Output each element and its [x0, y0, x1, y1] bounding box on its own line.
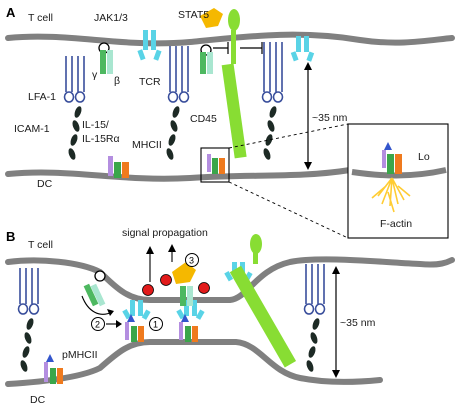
pmhcii-left-b: [44, 354, 63, 384]
inset-lo-label: Lo: [418, 151, 430, 163]
distance-arrow-b: [332, 266, 340, 378]
inset-mhcii: [382, 142, 402, 174]
distance-label-a: ~35 nm: [312, 112, 348, 124]
jak-label: JAK1/3: [94, 12, 128, 24]
zoom-box: [200, 147, 230, 183]
beta-chain-a: [107, 50, 113, 74]
pmhcii-label: pMHCII: [62, 349, 98, 361]
stat5-shape-b: [172, 262, 196, 284]
beta-chain-b: [90, 283, 106, 307]
inset-factin: [371, 177, 411, 213]
pmhcii-b-1: [125, 314, 144, 342]
inhibition-arrow-b: [240, 42, 263, 54]
t-cell-label-a: T cell: [28, 12, 53, 24]
lfa1-right: [261, 42, 284, 103]
step2-arrow-head: [116, 320, 122, 328]
t-cell-membrane-a: [5, 31, 455, 47]
stat5-shape: [200, 8, 223, 28]
step1-label: 1: [153, 320, 158, 330]
signal-arrow-2-head: [168, 244, 176, 252]
dc-label-b: DC: [30, 394, 46, 406]
signal-propagation-label: signal propagation: [122, 227, 208, 239]
step2-circle: [91, 317, 105, 331]
panel-a-label: A: [6, 5, 16, 20]
panel-b-label: B: [6, 229, 15, 244]
beta-chain-a2: [207, 52, 213, 74]
cd45-b: [229, 234, 297, 368]
step1-circle: [149, 317, 163, 331]
phospho-dot-2: [160, 274, 172, 286]
icam1-left: [68, 106, 82, 160]
mhcii-zoom-source: [207, 154, 225, 174]
phospho-dot-3: [198, 282, 210, 294]
dc-membrane-a: [5, 167, 353, 182]
pmhcii-b-2: [179, 314, 198, 342]
mhcii-label: MHCII: [132, 139, 162, 151]
icam1-middle: [166, 106, 180, 160]
lfa1-left-b: [17, 268, 40, 315]
zoom-dash-bottom: [228, 181, 349, 239]
tcr-a: [137, 30, 162, 61]
step2-label: 2: [95, 320, 100, 330]
lfa1-middle: [167, 46, 190, 103]
gamma-chain-a: [100, 50, 106, 74]
tcr-label: TCR: [139, 76, 161, 88]
icam1-left-b: [20, 318, 34, 372]
lfa1-right-b: [303, 264, 326, 315]
beta-chain-b2: [187, 286, 193, 306]
gamma-chain-b: [83, 283, 99, 307]
jak-circle-b: [94, 270, 106, 282]
dc-label-a: DC: [37, 178, 53, 190]
t-cell-membrane-b: [5, 256, 455, 303]
distance-arrow-a: [304, 62, 312, 170]
step3-circle: [185, 253, 199, 267]
mhcii-complex-a: [108, 156, 129, 178]
tcr-b-2: [176, 300, 205, 320]
lfa1-left: [63, 56, 86, 103]
inset-membrane: [351, 167, 447, 179]
cd45-label: CD45: [190, 113, 217, 125]
lfa1-label: LFA-1: [28, 91, 56, 103]
icam1-label: ICAM-1: [14, 123, 50, 135]
phospho-dot-1: [142, 284, 154, 296]
inset-box: [347, 123, 449, 239]
gamma-label: γ: [92, 69, 98, 81]
zoom-dash-top: [228, 123, 349, 149]
il15-label-2: IL-15Rα: [82, 133, 120, 145]
icam1-right: [263, 106, 277, 160]
distance-label-b: ~35 nm: [340, 317, 376, 329]
signal-arrow-1-head: [146, 246, 154, 254]
cd45-a: [221, 9, 247, 159]
gamma-chain-b2: [180, 286, 186, 306]
t-cell-label-b: T cell: [28, 239, 53, 251]
tcr-b-1: [122, 300, 151, 320]
dc-membrane-b: [5, 339, 383, 387]
curved-arrow-b-head: [107, 309, 114, 316]
il15-label-1: IL-15/: [82, 119, 109, 131]
beta-label: β: [114, 75, 120, 87]
step3-label: 3: [189, 256, 194, 266]
inset-factin-label: F-actin: [380, 218, 412, 230]
icam1-right-b: [306, 318, 320, 372]
inhibition-arrow-a: [213, 42, 229, 54]
tcr-a-right: [290, 36, 315, 62]
gamma-chain-a2: [200, 52, 206, 74]
stat5-label: STAT5: [178, 9, 209, 21]
